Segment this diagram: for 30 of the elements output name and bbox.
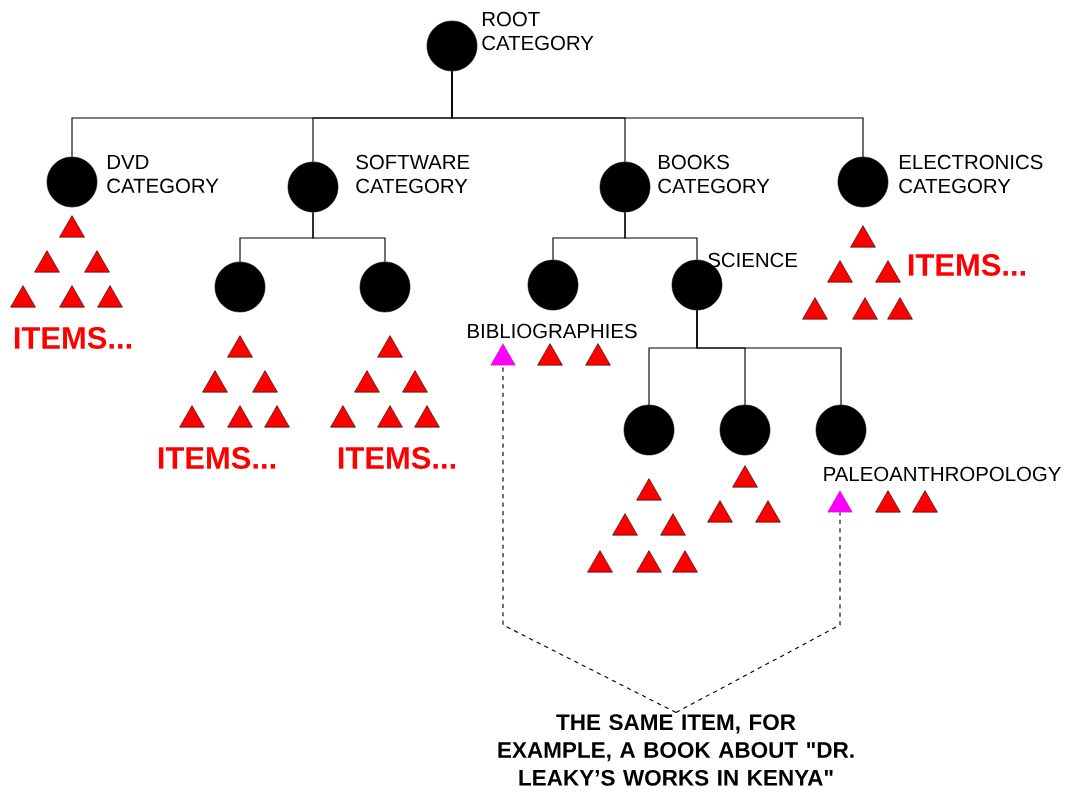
items-label: ITEMS... xyxy=(908,254,1026,276)
item-triangle xyxy=(490,343,516,366)
tree-line xyxy=(451,70,864,158)
caption-text: THE SAME ITEM, FOR EXAMPLE, A BOOK ABOUT "DR. LEAKY’S WORKS IN KENYA" xyxy=(498,714,854,786)
tree-line xyxy=(696,309,842,406)
category-label: BIBLIOGRAPHIES xyxy=(468,323,637,339)
tree-line xyxy=(624,211,698,261)
items-label: ITEMS... xyxy=(158,447,276,469)
category-label: ROOT CATEGORY xyxy=(482,11,594,51)
category-circle xyxy=(527,259,579,311)
items-label: ITEMS... xyxy=(338,447,456,469)
category-circle xyxy=(623,404,675,456)
category-circle xyxy=(287,161,339,213)
category-label: DVD CATEGORY xyxy=(107,154,219,194)
category-circle xyxy=(359,261,411,313)
item-triangle xyxy=(827,490,853,513)
category-circle xyxy=(426,20,478,72)
category-label: BOOKS CATEGORY xyxy=(658,154,770,194)
category-label: PALEOANTHROPOLOGY xyxy=(824,466,1061,482)
category-circle xyxy=(599,161,651,213)
category-circle xyxy=(46,156,98,208)
category-circle xyxy=(815,404,867,456)
category-circle xyxy=(837,156,889,208)
items-label: ITEMS... xyxy=(14,327,132,349)
tree-line xyxy=(312,211,386,263)
category-circle xyxy=(214,261,266,313)
category-label: SCIENCE xyxy=(708,252,798,268)
category-label: ELECTRONICS CATEGORY xyxy=(899,154,1043,194)
category-label: SOFTWARE CATEGORY xyxy=(356,154,470,194)
category-circle xyxy=(719,404,771,456)
